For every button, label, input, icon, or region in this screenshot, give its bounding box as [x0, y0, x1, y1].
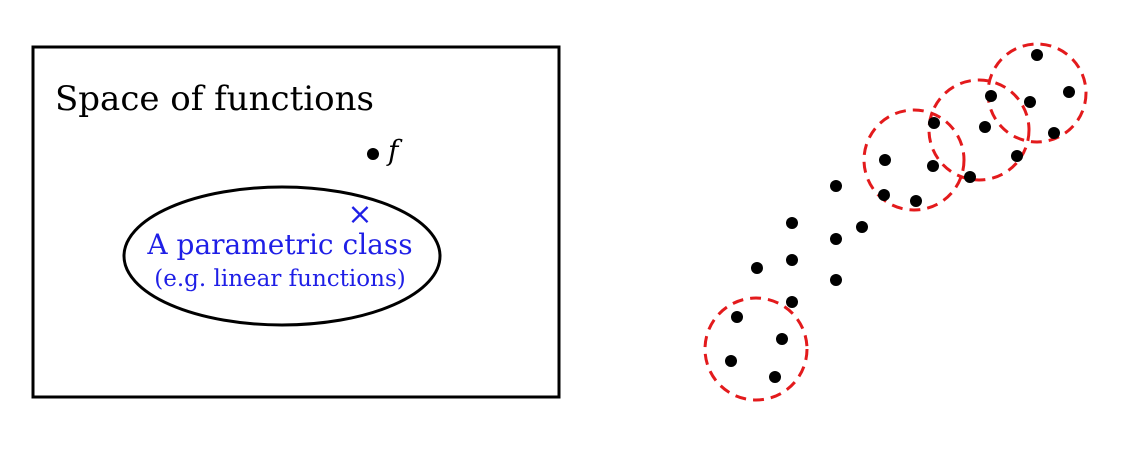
data-point-25 — [769, 371, 781, 383]
data-point-7 — [1048, 127, 1060, 139]
parametric-class-ellipse — [122, 185, 442, 327]
data-point-22 — [731, 311, 743, 323]
data-point-8 — [879, 154, 891, 166]
target-function-dot — [367, 148, 379, 160]
neighborhood-circle-4 — [703, 296, 809, 402]
data-point-16 — [786, 217, 798, 229]
function-space-frame — [31, 45, 561, 399]
data-point-19 — [786, 254, 798, 266]
data-point-12 — [830, 180, 842, 192]
data-point-1 — [1031, 49, 1043, 61]
data-point-24 — [725, 355, 737, 367]
local-neighborhoods-panel — [703, 42, 1088, 402]
data-point-23 — [776, 333, 788, 345]
data-point-11 — [964, 171, 976, 183]
data-point-15 — [856, 221, 868, 233]
data-points — [725, 49, 1075, 383]
best-in-class-marker: × — [347, 197, 372, 232]
neighborhood-circle-2 — [927, 78, 1031, 182]
data-point-2 — [985, 90, 997, 102]
neighborhood-circles — [703, 42, 1088, 402]
data-point-10 — [1011, 150, 1023, 162]
data-point-21 — [786, 296, 798, 308]
data-point-3 — [1024, 96, 1036, 108]
data-point-18 — [751, 262, 763, 274]
data-point-17 — [830, 233, 842, 245]
data-point-20 — [830, 274, 842, 286]
data-point-5 — [928, 117, 940, 129]
data-point-14 — [910, 195, 922, 207]
parametric-class-label: A parametric class — [146, 228, 412, 261]
target-function-label: f — [386, 134, 403, 167]
data-point-4 — [1063, 86, 1075, 98]
data-point-13 — [878, 189, 890, 201]
function-space-panel: Space of functions f × A parametric clas… — [31, 45, 561, 399]
neighborhood-circle-3 — [862, 108, 966, 212]
data-point-6 — [979, 121, 991, 133]
function-space-title: Space of functions — [55, 79, 374, 119]
parametric-class-example: (e.g. linear functions) — [154, 266, 405, 292]
data-point-9 — [927, 160, 939, 172]
